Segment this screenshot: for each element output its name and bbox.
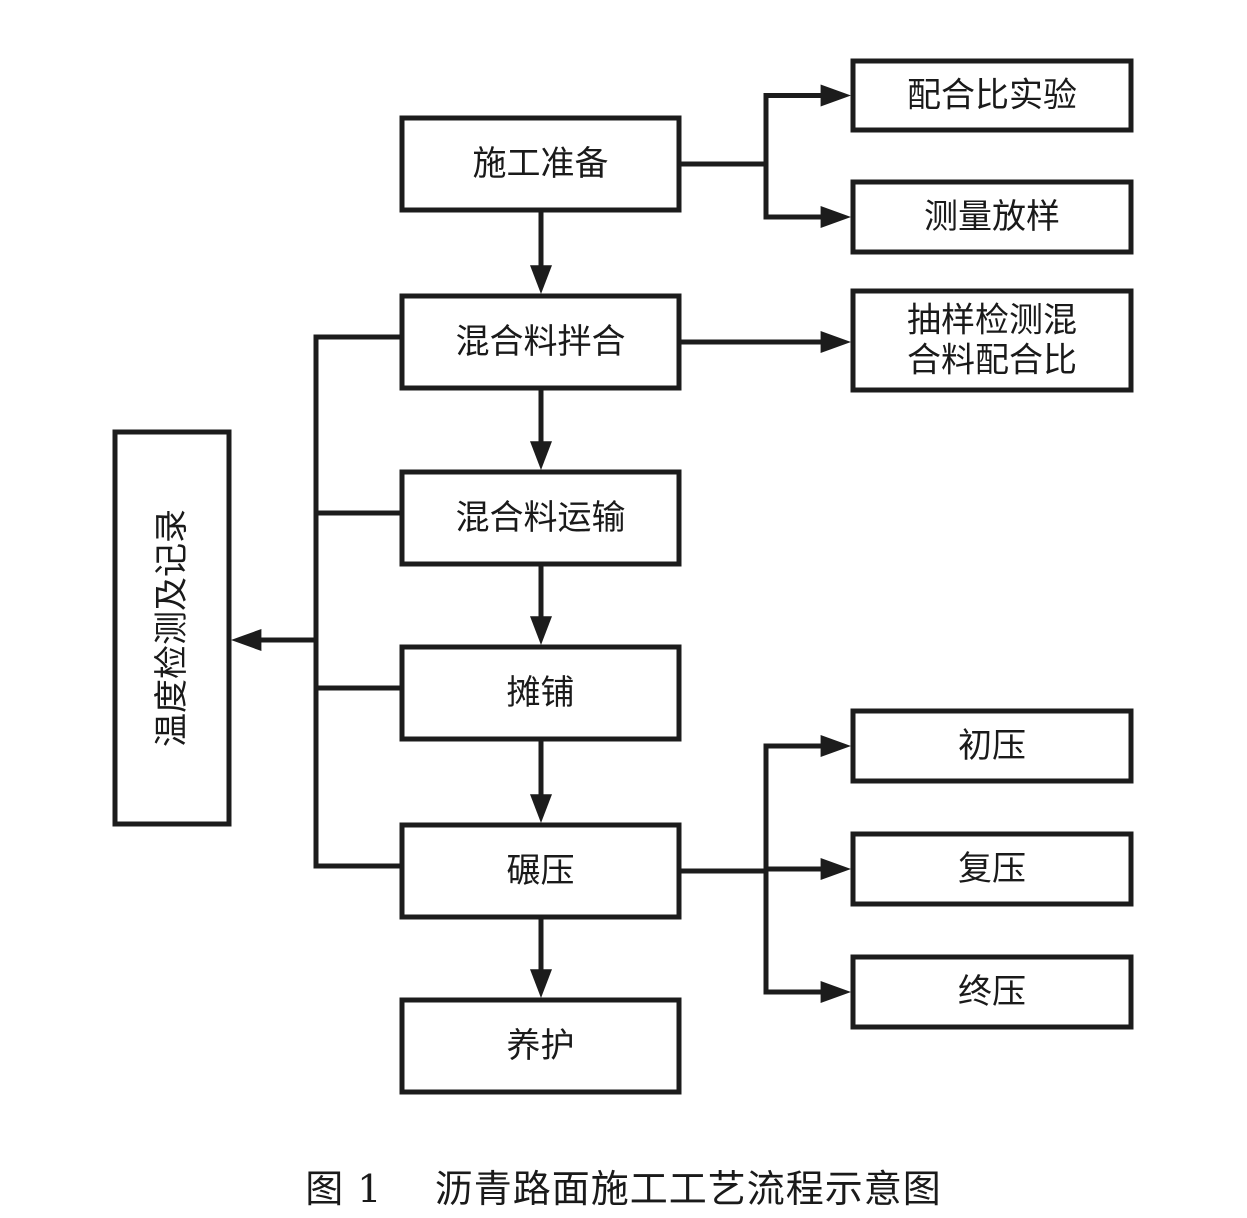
arrow-right-icon <box>820 735 851 757</box>
arrow-down-icon <box>530 616 552 645</box>
box-border <box>399 115 682 213</box>
process-box-mix: 混合料拌合 <box>399 293 682 391</box>
box-border <box>850 179 1134 255</box>
process-box-rolling: 碾压 <box>399 822 682 920</box>
box-label: 复压 <box>958 849 1026 889</box>
box-border <box>399 469 682 567</box>
box-border <box>399 293 682 391</box>
box-label: 终压 <box>958 972 1026 1012</box>
box-border <box>850 954 1134 1030</box>
box-border <box>399 822 682 920</box>
process-box-prep: 施工准备 <box>399 115 682 213</box>
box-border <box>399 997 682 1095</box>
box-label-line: 合料配合比 <box>907 341 1077 381</box>
box-label: 养护 <box>507 1026 575 1066</box>
box-label: 混合料拌合 <box>456 322 626 362</box>
figure-title: 沥青路面施工工艺流程示意图 <box>434 1167 942 1211</box>
process-box-curing: 养护 <box>399 997 682 1095</box>
box-label: 温度检测及记录 <box>152 509 192 747</box>
box-label: 施工准备 <box>473 144 609 184</box>
arrow-down-icon <box>530 441 552 470</box>
box-border <box>850 58 1134 133</box>
arrow-right-icon <box>820 331 851 353</box>
process-box-transport: 混合料运输 <box>399 469 682 567</box>
process-box-temp: 温度检测及记录 <box>112 429 232 827</box>
box-border <box>399 644 682 742</box>
arrow-left-icon <box>231 629 262 651</box>
box-border <box>850 708 1134 784</box>
box-label: 摊铺 <box>507 673 575 713</box>
process-box-survey: 测量放样 <box>850 179 1134 255</box>
process-box-final: 终压 <box>850 954 1134 1030</box>
process-box-repeat: 复压 <box>850 831 1134 907</box>
arrow-down-icon <box>530 969 552 998</box>
process-box-paving: 摊铺 <box>399 644 682 742</box>
arrow-right-icon <box>820 858 851 880</box>
box-label-line: 抽样检测混 <box>907 301 1077 341</box>
box-border <box>850 831 1134 907</box>
figure-label: 图 1 <box>305 1167 383 1211</box>
box-label: 碾压 <box>507 851 575 891</box>
box-label: 混合料运输 <box>456 498 626 538</box>
arrow-right-icon <box>820 981 851 1003</box>
box-label: 测量放样 <box>924 197 1060 237</box>
process-box-initial: 初压 <box>850 708 1134 784</box>
arrow-right-icon <box>820 84 851 107</box>
box-border <box>112 429 232 827</box>
arrow-right-icon <box>820 206 851 228</box>
arrow-down-icon <box>530 794 552 823</box>
figure-caption: 图 1 沥青路面施工工艺流程示意图 <box>0 1158 1247 1213</box>
box-border <box>850 288 1134 393</box>
connectors <box>231 84 851 1003</box>
arrow-down-icon <box>530 265 552 294</box>
box-label: 配合比实验 <box>907 76 1077 116</box>
process-box-mix_test: 配合比实验 <box>850 58 1134 133</box>
box-label: 初压 <box>958 726 1026 766</box>
